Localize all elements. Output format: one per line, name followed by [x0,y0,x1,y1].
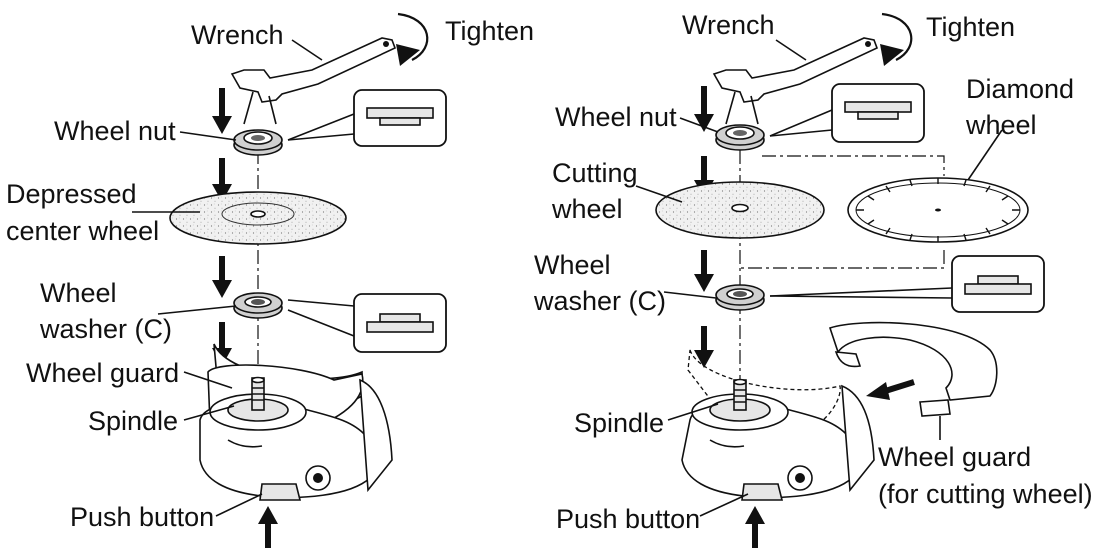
wrench-label: Wrench [191,20,284,50]
wrench [712,37,879,125]
down-arrow-icon [212,256,232,298]
leader-line [215,493,263,517]
nut-detail-box [287,89,447,147]
down-arrow-icon [694,326,714,368]
up-arrow-icon [258,506,278,548]
tighten-arrow-icon [396,12,429,66]
wheel-washer [715,284,765,311]
washer-detail-box [769,255,1045,313]
leader-line [157,305,237,315]
cutting-wheel-guard [828,321,998,417]
push-button-label: Push button [70,502,214,532]
grinder-body [681,378,875,501]
diamond-wheel-label-line2: wheel [965,110,1037,140]
leader-line [179,131,237,141]
washer-label-line1: Wheel [40,278,117,308]
down-arrow-icon [694,250,714,292]
tighten-label: Tighten [445,16,534,46]
removed-guard-outline [687,349,841,429]
leader-line [183,371,233,389]
washer-detail-box [287,293,447,353]
wheel-nut [715,124,765,151]
leader-line [667,403,719,421]
leader-line [183,405,235,421]
leader-line [635,185,683,203]
washer-label-line1: Wheel [534,250,611,280]
right-panel: Wrench Tighten Wheel nut Cutting wheel D… [533,10,1093,548]
diamond-connector-line [740,250,945,269]
leader-line [775,39,807,61]
cutting-wheel [655,181,825,239]
cutting-guard-label-line1: Wheel guard [878,442,1031,472]
wheel-nut [233,129,283,156]
leader-line [663,291,717,299]
depressed-wheel-label-line2: center wheel [6,216,159,246]
wrench-label: Wrench [682,10,775,40]
nut-detail-box [769,83,925,143]
depressed-wheel-label-line1: Depressed [6,179,137,209]
washer-label-line2: washer (C) [39,314,172,344]
down-arrow-icon [212,88,232,134]
washer-label-line2: washer (C) [533,286,666,316]
wheel-washer [233,292,283,319]
leader-line [679,117,719,133]
up-arrow-icon [745,506,765,548]
leader-line [967,129,1003,181]
left-arrow-icon [866,379,915,400]
tighten-arrow-icon [880,12,913,66]
cutting-guard-label-line2: (for cutting wheel) [878,479,1093,509]
push-button-label: Push button [556,504,700,534]
diamond-connector-line [762,155,945,176]
leader-line [291,39,323,61]
down-arrow-icon [694,86,714,132]
diamond-wheel-label-line1: Diamond [966,74,1074,104]
wheel-guard-label: Wheel guard [26,358,179,388]
leader-line [699,493,749,517]
tighten-label: Tighten [926,12,1015,42]
cutting-wheel-label-line2: wheel [551,194,623,224]
grinder-body [199,343,393,501]
wrench [230,37,397,125]
left-panel: Wrench Tighten Wheel nut Depressed cente… [6,12,534,548]
wheel-nut-label: Wheel nut [54,116,176,146]
depressed-center-wheel [169,191,347,245]
diamond-wheel [847,177,1029,243]
down-arrow-icon [212,158,232,202]
wheel-nut-label: Wheel nut [555,102,677,132]
spindle-label: Spindle [574,408,664,438]
cutting-wheel-label-line1: Cutting [552,158,638,188]
spindle-label: Spindle [88,406,178,436]
